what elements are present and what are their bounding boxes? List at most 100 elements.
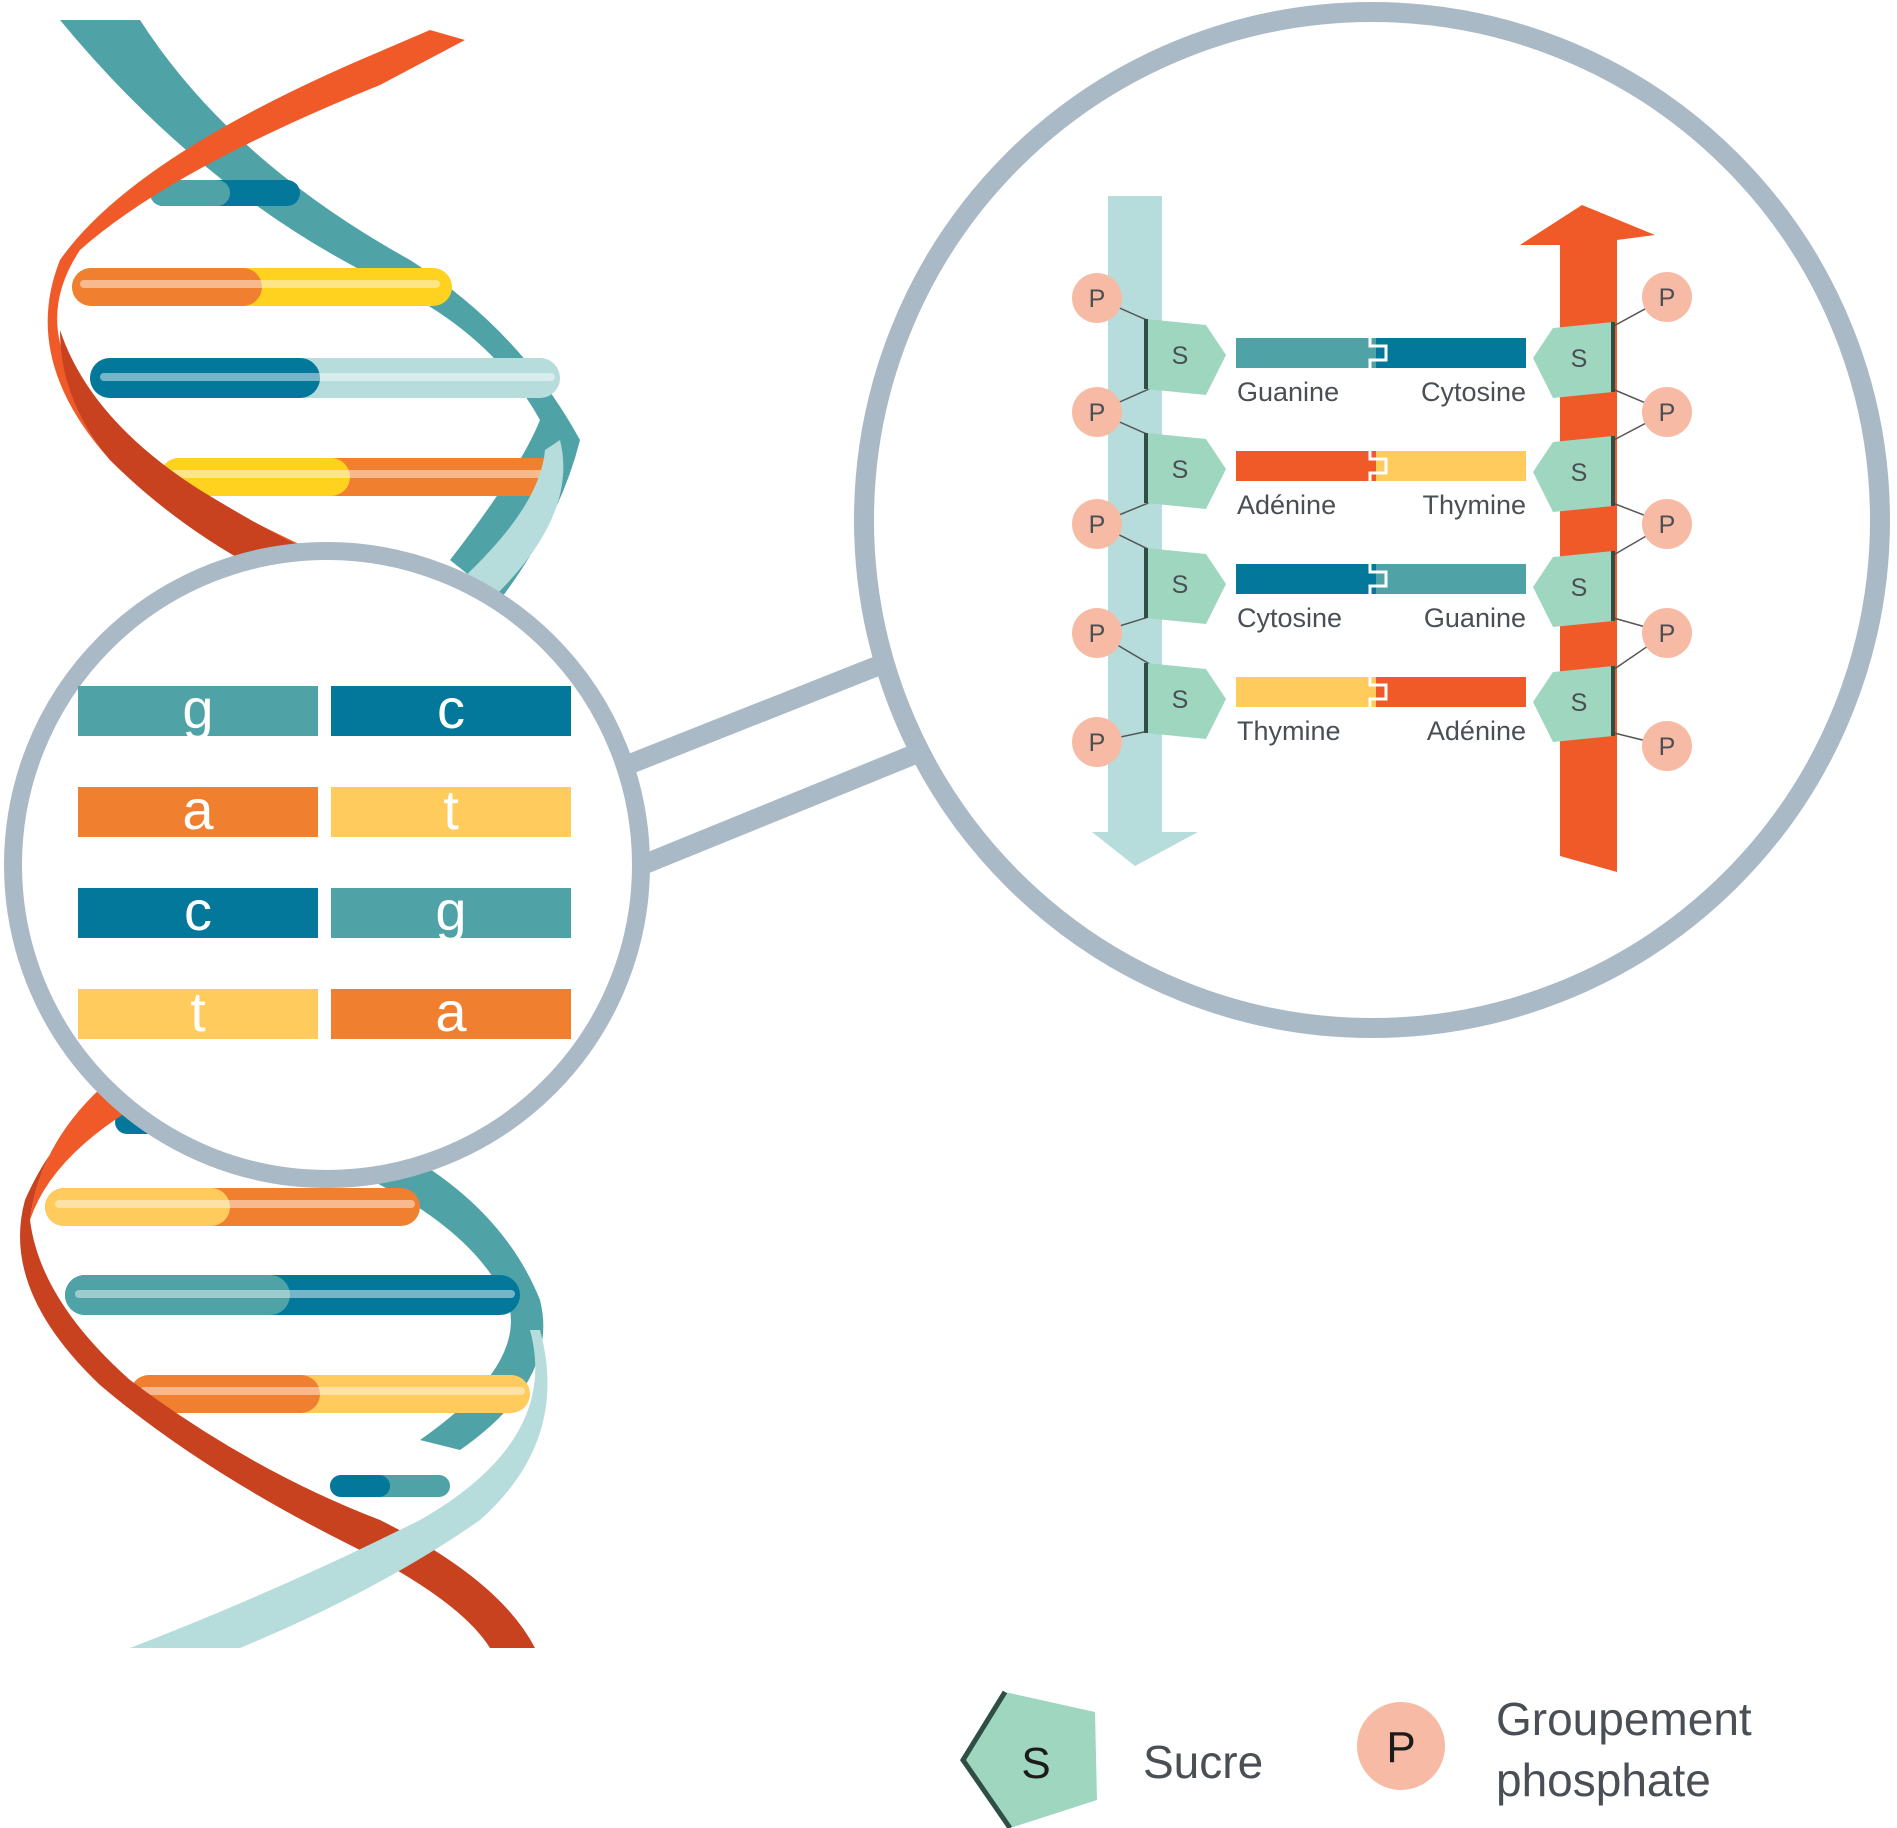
- small-base-letter: c: [437, 677, 465, 740]
- helix-strand-teal-light-lower: [130, 1330, 548, 1648]
- phosphate-icon: [1072, 717, 1122, 767]
- phosphate-label: P: [1659, 284, 1676, 312]
- base-pair-bond: [1368, 338, 1388, 368]
- phosphate-icon: [1642, 721, 1692, 771]
- helix-strand-orange-front-lower: [30, 1080, 130, 1220]
- base-pairs-upper: [72, 180, 560, 496]
- base-pair-right-bar: [1376, 451, 1526, 481]
- sugar-label: S: [1172, 342, 1189, 370]
- phosphate-label: P: [1089, 399, 1106, 427]
- legend-phosphate-label-line2: phosphate: [1496, 1754, 1711, 1806]
- base-pair-left-bar: [1236, 338, 1376, 368]
- phosphate-label: P: [1089, 729, 1106, 757]
- legend: S Sucre P Groupement phosphate: [960, 1690, 1752, 1828]
- helix-strand-orange-lower: [20, 1080, 535, 1648]
- phosphate-icon: [1642, 272, 1692, 322]
- helix-strand-orange-front-upper: [47, 30, 465, 590]
- phosphate-icon: [1072, 608, 1122, 658]
- legend-phosphate-item: P Groupement phosphate: [1357, 1693, 1752, 1806]
- base-pair-right-bar: [1376, 338, 1526, 368]
- base-pair-right-label: Guanine: [1424, 603, 1526, 633]
- small-base-letter: a: [182, 778, 214, 841]
- legend-sugar-symbol: S: [1021, 1739, 1050, 1788]
- phosphate-label: P: [1089, 620, 1106, 648]
- phosphate-icon: [1642, 499, 1692, 549]
- base-pair-left-bar: [1236, 451, 1376, 481]
- sugar-icon: [1533, 551, 1613, 627]
- small-base-letter: t: [190, 980, 206, 1043]
- backbone-arrow-down: [1092, 196, 1198, 866]
- small-base-bar: [78, 787, 318, 837]
- legend-phosphate-icon: [1357, 1702, 1445, 1790]
- base-pair-right-label: Cytosine: [1421, 377, 1526, 407]
- small-base-bar: [331, 686, 571, 736]
- base-pair-left-bar: [1236, 677, 1376, 707]
- legend-sugar-icon: [963, 1692, 1097, 1828]
- sugar-icon: [1146, 663, 1226, 739]
- sugar-icon: [1533, 322, 1613, 398]
- magnifier-connector: [616, 645, 934, 878]
- backbone-arrow-up: [1520, 205, 1655, 872]
- phosphate-icon: [1072, 387, 1122, 437]
- legend-sugar-label: Sucre: [1143, 1736, 1263, 1788]
- phosphate-icon: [1642, 608, 1692, 658]
- helix-strand-teal-light-upper: [450, 440, 564, 610]
- base-pair-bond: [1368, 677, 1388, 707]
- phosphate-label: P: [1659, 399, 1676, 427]
- phosphate-icon: [1642, 387, 1692, 437]
- small-base-bar: [78, 989, 318, 1039]
- phosphate-label: P: [1089, 511, 1106, 539]
- phosphate-icon: [1072, 499, 1122, 549]
- small-base-bar: [78, 888, 318, 938]
- small-base-letter: g: [435, 879, 466, 942]
- phosphate-label: P: [1089, 285, 1106, 313]
- base-pair-right-bar: [1376, 564, 1526, 594]
- small-base-letter: t: [443, 778, 459, 841]
- sugar-icon: [1146, 319, 1226, 395]
- phosphate-label: P: [1659, 620, 1676, 648]
- small-base-letter: c: [184, 879, 212, 942]
- sugar-icon: [1146, 548, 1226, 624]
- sugar-icon: [1533, 436, 1613, 512]
- sugar-label: S: [1571, 345, 1588, 373]
- base-pair-right-label: Thymine: [1422, 490, 1526, 520]
- helix-strand-teal-lower: [350, 1140, 544, 1450]
- sugar-label: S: [1571, 459, 1588, 487]
- backbone-nodes: S S S S S S S S P P P P P P P P P P: [1072, 272, 1692, 771]
- phosphate-icon: [1072, 273, 1122, 323]
- sugar-icon: [1146, 433, 1226, 509]
- sugar-label: S: [1571, 574, 1588, 602]
- sugar-label: S: [1172, 571, 1189, 599]
- base-pair-right-bar: [1376, 677, 1526, 707]
- sugar-label: S: [1571, 689, 1588, 717]
- small-base-bar: [78, 686, 318, 736]
- dna-double-helix: [20, 20, 580, 1648]
- legend-sugar-item: S Sucre: [960, 1690, 1263, 1828]
- base-pair-left-label: Cytosine: [1237, 603, 1342, 633]
- base-pair-bond: [1368, 564, 1388, 594]
- base-pair-left-label: Adénine: [1237, 490, 1336, 520]
- base-pair-bond: [1368, 451, 1388, 481]
- base-pair-left-label: Thymine: [1237, 716, 1341, 746]
- sugar-label: S: [1172, 686, 1189, 714]
- small-base-bar: [331, 787, 571, 837]
- sugar-icon: [1533, 666, 1613, 742]
- sugar-label: S: [1172, 456, 1189, 484]
- small-base-bar: [331, 989, 571, 1039]
- base-pairs-lower: [45, 1110, 530, 1497]
- base-pair-left-bar: [1236, 564, 1376, 594]
- base-pair-left-label: Guanine: [1237, 377, 1339, 407]
- base-pair-right-label: Adénine: [1427, 716, 1526, 746]
- legend-phosphate-label-line1: Groupement: [1496, 1693, 1752, 1745]
- phosphate-label: P: [1659, 511, 1676, 539]
- small-base-letter: g: [182, 677, 213, 740]
- legend-phosphate-symbol: P: [1386, 1723, 1415, 1772]
- small-base-bar: [331, 888, 571, 938]
- phosphate-label: P: [1659, 733, 1676, 761]
- small-base-letter: a: [435, 980, 467, 1043]
